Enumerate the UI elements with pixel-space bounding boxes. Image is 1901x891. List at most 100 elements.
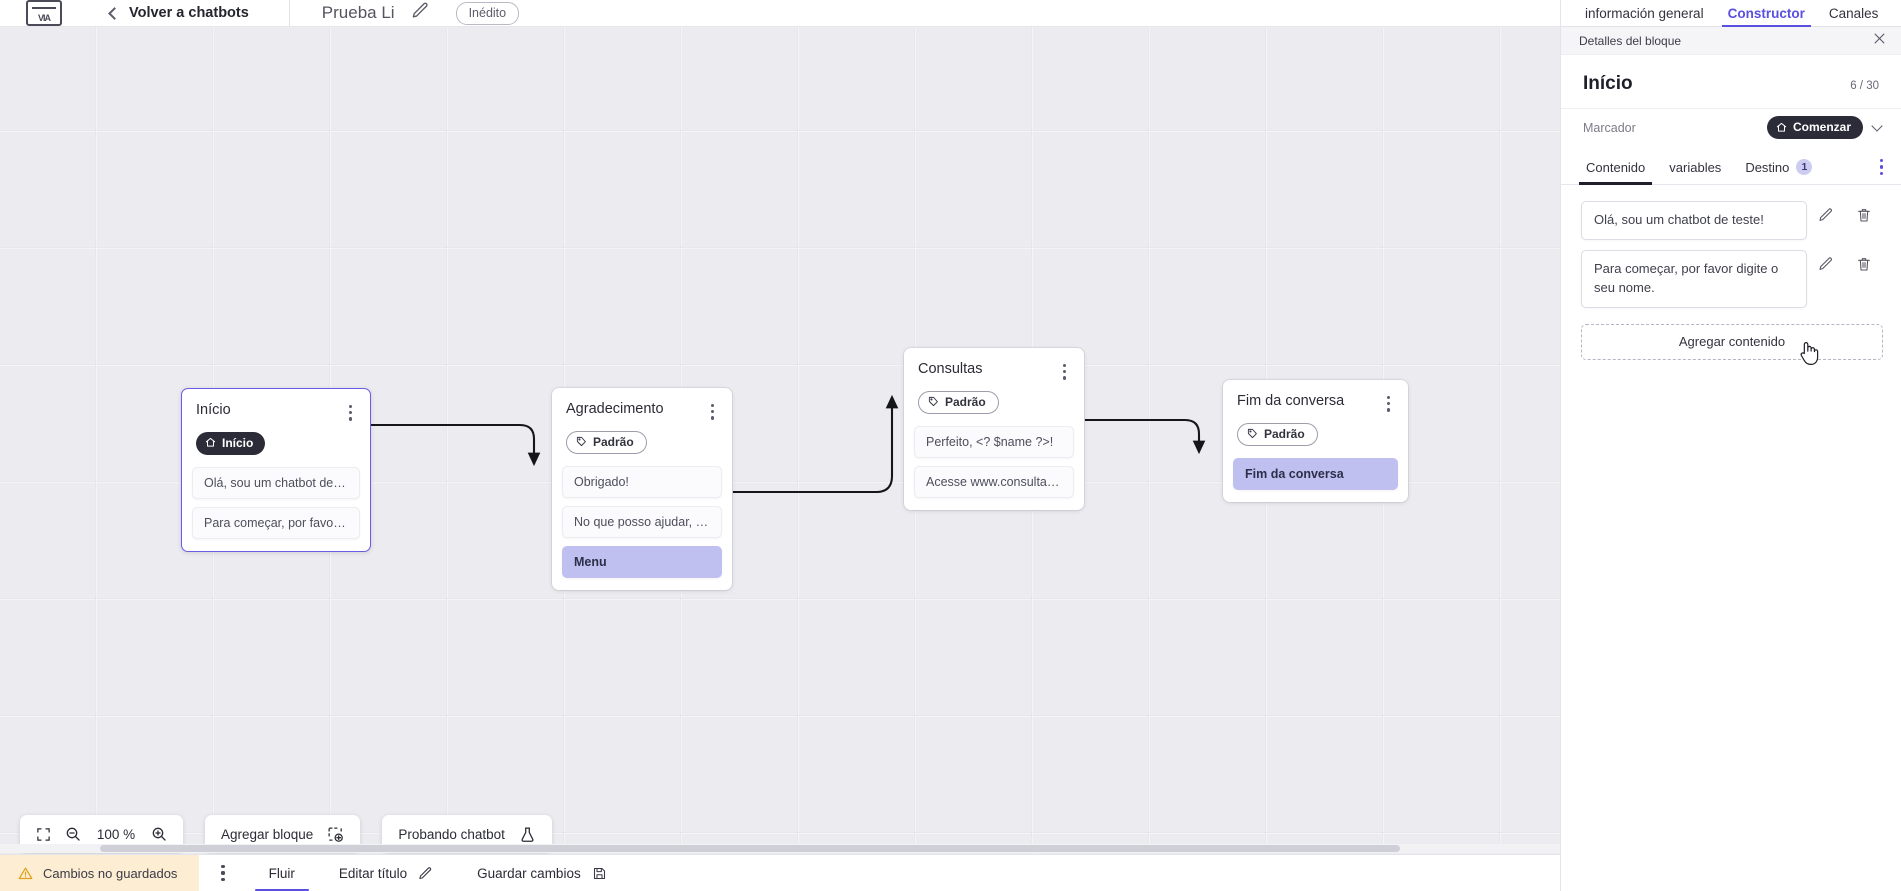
flow-node-consultas[interactable]: Consultas Padrão Perfeito, <? $name ?>! … [904,348,1084,510]
node-kebab-menu-icon[interactable] [1383,393,1394,415]
chevron-left-icon [108,6,121,20]
tab-constructor[interactable]: Constructor [1716,6,1817,27]
warning-triangle-icon [18,867,33,879]
bottom-status-bar: Cambios no guardados Fluir Editar título… [0,854,1560,891]
node-message[interactable]: Acesse www.consultas.com par... [914,465,1074,498]
content-item-actions [1807,201,1883,223]
save-changes-label: Guardar cambios [477,865,581,881]
node-tag-default: Padrão [918,390,999,414]
edit-title-label: Editar título [338,865,408,881]
scrollbar-thumb[interactable] [100,845,1400,852]
node-message[interactable]: No que posso ajudar, <? $name ... [562,505,722,538]
node-tag-default: Padrão [566,430,647,454]
right-panel: información general Constructor Canales … [1560,0,1901,891]
node-tag-row: Padrão [904,383,1084,426]
back-to-chatbots-link[interactable]: Volver a chatbots [108,5,249,21]
node-tag-label: Padrão [593,434,634,449]
node-messages: Perfeito, <? $name ?>! Acesse www.consul… [904,425,1084,510]
tab-fluir[interactable]: Fluir [247,855,317,891]
node-tag-start: Início [196,431,266,455]
node-title: Início [196,402,231,418]
node-message[interactable]: Para começar, por favor digite o ... [192,506,360,539]
flow-connectors [371,394,1206,494]
add-block-label: Agregar bloque [221,826,314,842]
canvas-horizontal-scrollbar[interactable] [0,844,1560,853]
app-logo-text: VIA [37,13,51,23]
zoom-in-icon[interactable] [151,826,167,842]
content-text[interactable]: Para começar, por favor digite o seu nom… [1581,250,1807,308]
node-message-menu[interactable]: Menu [562,545,722,578]
flow-node-agradecimento[interactable]: Agradecimento Padrão Obrigado! No que po… [552,388,732,590]
marker-row: Marcador Comenzar [1561,108,1901,149]
statusbar-kebab-menu-icon[interactable] [199,855,246,891]
node-kebab-menu-icon[interactable] [1059,361,1070,383]
header-divider [288,0,290,26]
flow-node-inicio[interactable]: Início Início Olá, sou um chatbot de tes… [181,388,371,552]
node-message[interactable]: Perfeito, <? $name ?>! [914,425,1074,458]
block-details-header: Detalles del bloque [1561,27,1901,55]
node-tag-row: Padrão [1223,415,1408,458]
flow-node-fim-da-conversa[interactable]: Fim da conversa Padrão Fim da conversa [1223,380,1408,502]
tab-canales[interactable]: Canales [1828,6,1879,21]
node-messages: Obrigado! No que posso ajudar, <? $name … [552,465,732,590]
test-chatbot-label: Probando chatbot [398,826,505,842]
node-message[interactable]: Fim da conversa [1233,457,1398,490]
node-tag-label: Padrão [1264,426,1305,441]
node-header: Consultas [904,348,1084,383]
node-title: Consultas [918,361,983,377]
app-logo: VIA [26,0,62,26]
home-icon [1776,122,1787,132]
page-title: Início [1583,73,1633,94]
node-header: Agradecimento [552,388,732,423]
add-content-button[interactable]: Agregar contenido [1581,323,1883,360]
add-content-label: Agregar contenido [1678,334,1786,350]
tab-variables-label: variables [1669,159,1722,175]
tab-informacion-general[interactable]: información general [1585,6,1704,21]
zoom-out-icon[interactable] [65,826,81,842]
close-icon[interactable] [1872,31,1887,51]
block-title-row: Início 6 / 30 [1561,55,1901,108]
destino-count-badge: 1 [1796,159,1813,176]
content-list: Olá, sou um chatbot de teste! Para começ… [1561,185,1901,891]
bot-title: Prueba Li [321,3,395,22]
tab-variables[interactable]: variables [1658,156,1732,184]
tag-icon [928,396,938,407]
node-kebab-menu-icon[interactable] [707,401,718,423]
marker-value: Comenzar [1792,120,1851,134]
content-item-actions [1807,250,1883,272]
tag-icon [576,436,586,447]
node-tag-row: Início [182,424,370,467]
trash-icon[interactable] [1845,256,1883,272]
tab-contenido[interactable]: Contenido [1575,156,1656,185]
content-text[interactable]: Olá, sou um chatbot de teste! [1581,201,1807,241]
tab-contenido-label: Contenido [1586,159,1646,175]
add-block-icon [327,826,344,843]
marker-badge-comenzar[interactable]: Comenzar [1766,116,1863,139]
edit-title-button[interactable]: Editar título [317,855,455,891]
pencil-icon [419,866,432,879]
tab-destino-label: Destino [1745,159,1790,175]
fit-screen-icon[interactable] [36,827,51,842]
inner-tabs-kebab-menu-icon[interactable] [1872,155,1891,184]
content-item: Olá, sou um chatbot de teste! [1581,201,1883,241]
unsaved-changes-label: Cambios no guardados [43,865,178,881]
trash-icon[interactable] [1845,207,1883,223]
node-tag-label: Início [222,435,254,450]
node-kebab-menu-icon[interactable] [345,402,356,424]
flow-canvas[interactable]: Início Início Olá, sou um chatbot de tes… [0,27,1560,854]
node-title: Agradecimento [566,401,664,417]
node-header: Fim da conversa [1223,380,1408,415]
node-message[interactable]: Obrigado! [562,465,722,498]
pencil-icon[interactable] [1807,256,1845,272]
tag-icon [1247,428,1257,439]
chevron-down-icon[interactable] [1871,120,1883,132]
pencil-icon[interactable] [1807,207,1845,223]
edit-title-pencil-icon[interactable] [411,1,430,25]
home-icon [205,437,216,447]
tab-destino[interactable]: Destino 1 [1734,155,1823,184]
node-title: Fim da conversa [1237,393,1345,409]
marker-value-group: Comenzar [1766,116,1883,139]
save-changes-button[interactable]: Guardar cambios [455,855,629,891]
node-tag-default: Padrão [1237,422,1318,446]
node-message[interactable]: Olá, sou um chatbot de teste! [192,466,360,499]
